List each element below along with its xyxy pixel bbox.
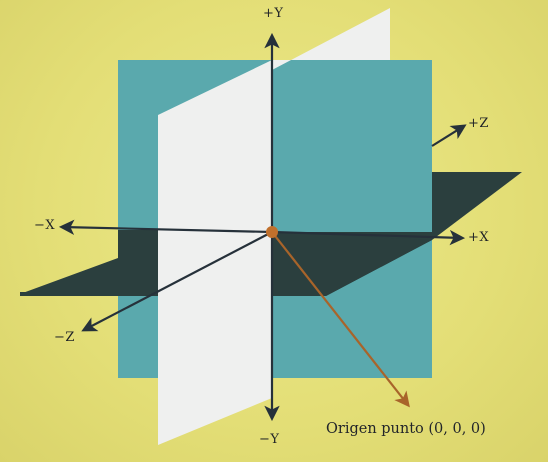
- y-negative-label: −Y: [259, 432, 280, 447]
- yz-plane-back: [272, 8, 390, 70]
- x-axis-negative: [58, 219, 273, 235]
- z-axis-positive: [431, 124, 467, 147]
- z-axis-negative: [81, 231, 273, 332]
- x-positive-label: +X: [468, 230, 490, 245]
- origin-point: [266, 226, 278, 238]
- xz-plane-back: [432, 172, 522, 240]
- z-negative-label: −Z: [54, 330, 75, 345]
- y-positive-label: +Y: [263, 6, 284, 21]
- yz-plane: [158, 60, 272, 445]
- origin-label: Origen punto (0, 0, 0): [326, 421, 486, 437]
- xz-plane-left: [20, 230, 158, 294]
- x-negative-label: −X: [34, 218, 56, 233]
- x-axis-positive: [271, 229, 466, 246]
- origin-pointer-arrow: [271, 231, 410, 408]
- z-positive-label: +Z: [468, 116, 489, 131]
